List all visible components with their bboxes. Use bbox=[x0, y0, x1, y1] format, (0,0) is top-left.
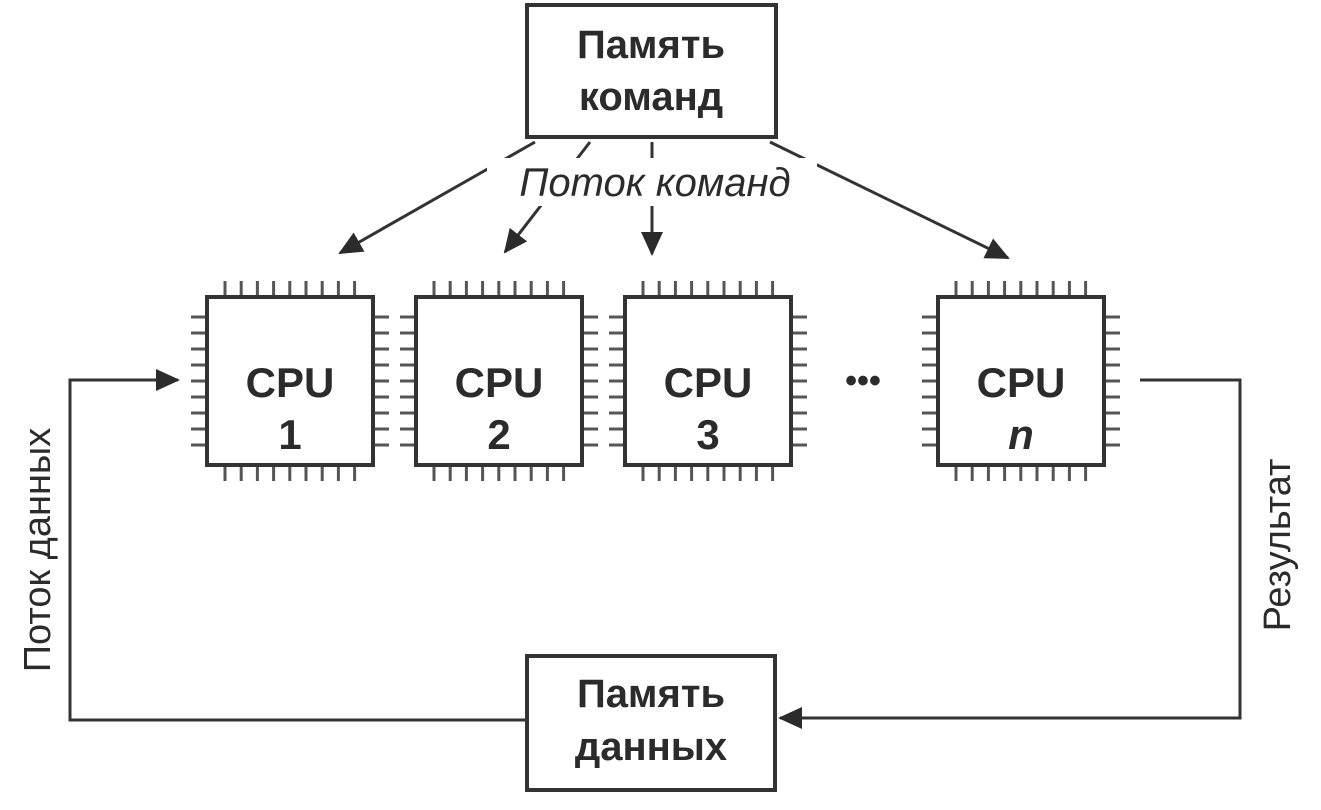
cpu-body bbox=[936, 295, 1106, 467]
ellipsis: ••• bbox=[845, 362, 881, 400]
cpu-index: 1 bbox=[278, 411, 301, 458]
cpu-name: CPU bbox=[977, 359, 1066, 406]
cpu-name: CPU bbox=[455, 359, 544, 406]
instruction-memory-box: Память команд bbox=[525, 3, 778, 139]
result-arrow bbox=[778, 378, 1242, 729]
data-memory-box: Память данных bbox=[525, 654, 777, 792]
cpu-4: CPU n bbox=[922, 281, 1120, 481]
cpu-body bbox=[205, 295, 375, 467]
cpu-index: n bbox=[1008, 411, 1034, 458]
result-label: Результат bbox=[1257, 459, 1299, 632]
data-stream-arrow bbox=[68, 369, 527, 722]
cpu-index: 2 bbox=[487, 411, 510, 458]
cpu-name: CPU bbox=[664, 359, 753, 406]
data-memory-label-line2: данных bbox=[575, 725, 727, 769]
data-memory-label-line1: Память bbox=[577, 672, 725, 716]
instruction-memory-label-line1: Память bbox=[577, 23, 725, 67]
cpu-2: CPU 2 bbox=[400, 281, 598, 481]
data-stream-label: Поток данных bbox=[17, 428, 59, 673]
cpu-1: CPU 1 bbox=[191, 281, 389, 481]
cpu-name: CPU bbox=[246, 359, 335, 406]
cpu-3: CPU 3 bbox=[609, 281, 807, 481]
cpu-body bbox=[414, 295, 584, 467]
processor-array: CPU 1 CPU 2 CPU 3 CPU n bbox=[191, 281, 1120, 481]
instruction-stream-label: Поток команд bbox=[519, 161, 790, 205]
cpu-body bbox=[623, 295, 793, 467]
cpu-index: 3 bbox=[696, 411, 719, 458]
instruction-memory-label-line2: команд bbox=[579, 75, 723, 119]
instruction-stream-arrows bbox=[338, 140, 1010, 260]
